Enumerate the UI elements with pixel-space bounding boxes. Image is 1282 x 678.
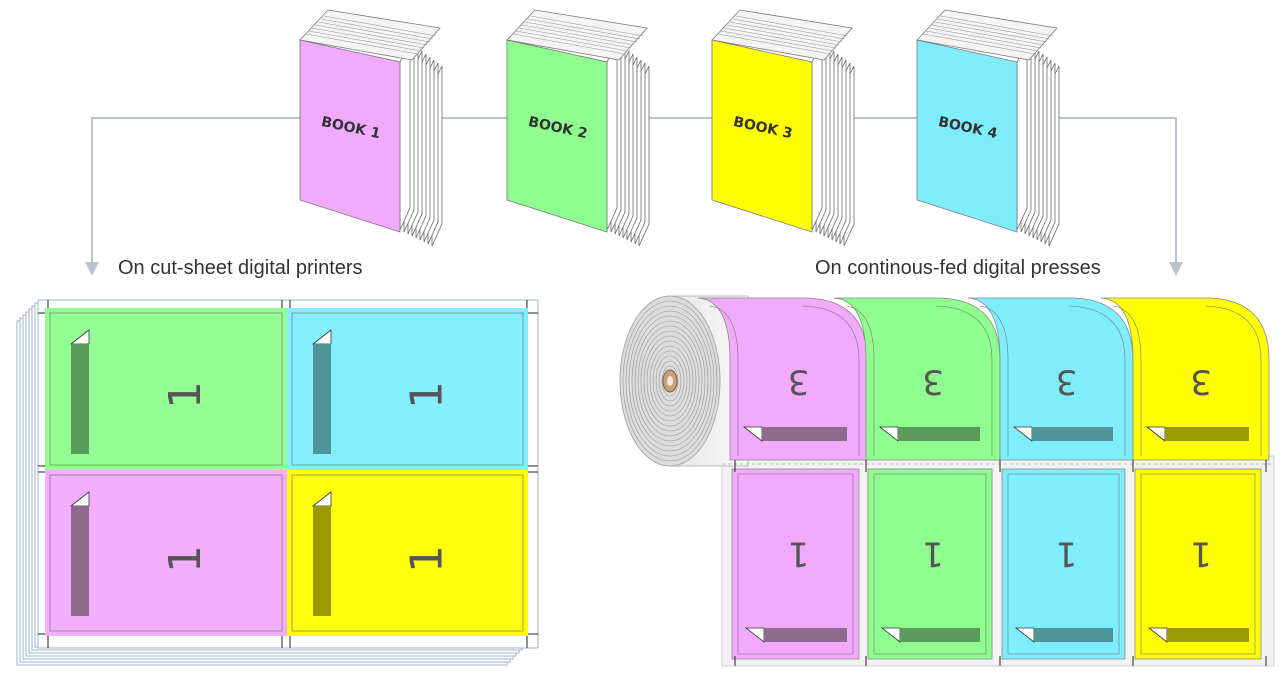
book-cover [711, 39, 813, 233]
web-crop-marks [734, 460, 1267, 666]
caption-continuous-feed: On continous-fed digital presses [815, 257, 1101, 279]
column-flat-section [731, 468, 860, 660]
column-flat-section [867, 468, 993, 660]
arrowhead-left [85, 262, 99, 276]
books: BOOK 1 BOOK 2 BOOK 3 BOOK 4 [299, 9, 1060, 247]
roll-column-2: 31 [833, 297, 1001, 660]
page-number-top: 3 [922, 362, 944, 402]
roll-column-3: 31 [967, 297, 1134, 660]
sheet-panel-3: 1 [45, 470, 287, 636]
connector-arrows [85, 117, 1183, 276]
page-number: 1 [160, 545, 211, 573]
column-trim-box [737, 473, 854, 655]
panel-trim-box [49, 312, 283, 466]
column-flat-section [1134, 468, 1262, 660]
page-number-bottom: 1 [1190, 534, 1212, 574]
page-number: 1 [402, 545, 453, 573]
column-flat-section [1001, 468, 1126, 660]
panel-trim-box [291, 474, 524, 632]
connector-line-right [1058, 117, 1177, 262]
book-1: BOOK 1 [299, 9, 443, 247]
bar-bottom [764, 628, 847, 642]
arrowhead-right [1169, 262, 1183, 276]
page-number-bottom: 1 [788, 534, 810, 574]
page-number-bottom: 1 [1056, 534, 1078, 574]
column-trim-box [1140, 473, 1256, 655]
book-pages [606, 41, 650, 247]
connector-line-left [91, 117, 300, 262]
panel-trim-box [291, 312, 524, 466]
column-trim-box [873, 473, 987, 655]
cut-sheet-stack: 1 1 1 1 [16, 299, 539, 666]
book-2: BOOK 2 [506, 9, 650, 247]
page-number-bottom: 1 [922, 534, 944, 574]
bar-top [762, 427, 847, 441]
page-number-top: 3 [788, 362, 810, 402]
bar-top [1032, 427, 1113, 441]
sheet-panel-2: 1 [287, 308, 528, 470]
column-trim-box [1007, 473, 1120, 655]
page-number-top: 3 [1190, 362, 1212, 402]
book-cover [299, 39, 401, 233]
spine-bar [313, 506, 331, 616]
spine-bar [71, 344, 89, 454]
roll-column-4: 31 [1100, 297, 1270, 660]
bar-bottom [1167, 628, 1249, 642]
page-number: 1 [160, 381, 211, 409]
book-cover [916, 39, 1018, 233]
book-4: BOOK 4 [916, 9, 1060, 247]
page-number: 1 [402, 381, 453, 409]
bar-bottom [900, 628, 980, 642]
bar-top [1165, 427, 1249, 441]
sheet-panel-4: 1 [287, 470, 528, 636]
roll-column-1: 31 [697, 297, 868, 660]
panel-trim-box [49, 474, 283, 632]
book-pages [1016, 41, 1060, 247]
caption-cut-sheet: On cut-sheet digital printers [118, 257, 363, 279]
book-pages [399, 41, 443, 247]
book-cover [506, 39, 608, 233]
book-pages [811, 41, 855, 247]
sheet-panel-1: 1 [45, 308, 287, 470]
spine-bar [71, 506, 89, 616]
bar-bottom [1034, 628, 1113, 642]
bar-top [898, 427, 980, 441]
book-3: BOOK 3 [711, 9, 855, 247]
reel-hole [667, 376, 673, 386]
page-number-top: 3 [1056, 362, 1078, 402]
spine-bar [313, 344, 331, 454]
